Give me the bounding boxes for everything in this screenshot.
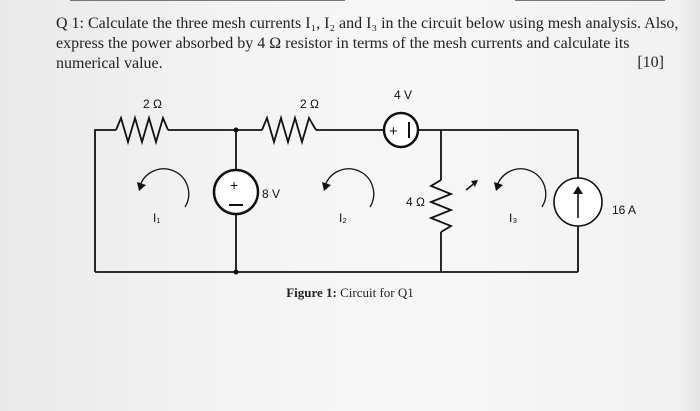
node-dot	[233, 269, 239, 275]
label-mesh-i3: I₃	[509, 211, 517, 225]
page-shadow	[680, 0, 700, 411]
label-2ohm-2: 2 Ω	[300, 97, 319, 111]
mesh-arc-2	[324, 168, 375, 208]
resistor-2ohm-2	[261, 114, 317, 146]
top-rule-left	[70, 0, 345, 1]
mesh-arrowhead-2	[322, 182, 331, 191]
top-rule-right	[515, 0, 665, 1]
mesh-arrowhead-3	[494, 182, 503, 191]
question-line-3: numerical value.	[56, 55, 163, 72]
label-mesh-i2: I₂	[339, 211, 347, 225]
mesh-arc-3	[496, 168, 547, 208]
label-mesh-i1: I₁	[153, 211, 160, 225]
voltage-source-8v	[212, 168, 260, 216]
resistor-2ohm-1	[115, 114, 169, 146]
label-4ohm: 4 Ω	[406, 195, 425, 209]
current-arrow-head	[573, 186, 583, 194]
mesh-arrowhead-1	[137, 182, 146, 191]
label-2ohm-1: 2 Ω	[143, 97, 162, 111]
figure-caption: Figure 1: Circuit for Q1	[0, 285, 700, 301]
label-16a: 16 A	[612, 203, 636, 217]
mesh-arc-1	[139, 168, 190, 208]
label-8v: 8 V	[262, 187, 280, 201]
wire-left	[94, 129, 116, 272]
label-4v: 4 V	[394, 88, 412, 102]
voltage-source-4v	[382, 111, 420, 149]
caption-text: Circuit for Q1	[336, 285, 414, 300]
question-line-1: Q 1: Calculate the three mesh currents I…	[56, 15, 679, 32]
question-line-2: express the power absorbed by 4 Ω resist…	[56, 35, 630, 52]
pointer-arrowhead	[471, 180, 478, 187]
plus-sign-4v: +	[389, 123, 398, 140]
caption-label: Figure 1:	[286, 285, 337, 300]
plus-sign-8v: +	[230, 177, 238, 193]
question-marks: [10]	[637, 54, 664, 71]
question-text: Q 1: Calculate the three mesh currents I…	[56, 14, 679, 74]
resistor-4ohm	[428, 179, 454, 233]
node-dot	[233, 127, 239, 133]
